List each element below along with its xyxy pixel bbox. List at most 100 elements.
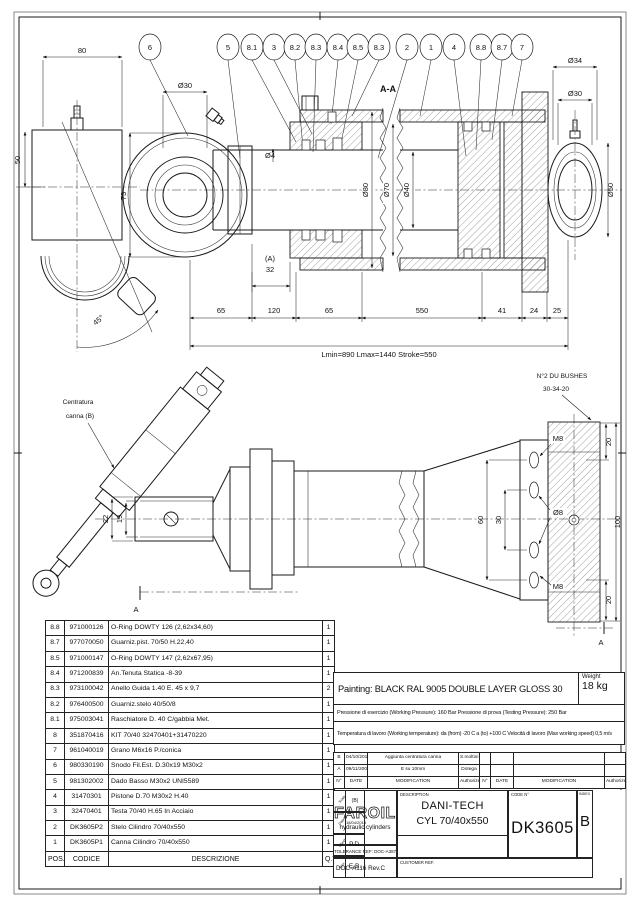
dim-label: 65 [325,306,333,315]
rev-header: Authorized by [458,776,480,789]
section-marker: A [133,605,138,614]
lower-rod-section-view: 22 19 A [95,440,622,614]
section-marker: A [598,638,603,647]
dim-label: 80 [78,46,86,55]
dim-label: (A) [265,254,276,263]
part-code: 981302002 [64,773,109,791]
part-desc: An.Tenuta Statica -8-39 [108,666,323,683]
part-qty: 1 [322,650,335,668]
index-cell: INDEX B [577,790,593,858]
bushes-note-line2: 30-34-20 [543,386,569,393]
balloon-label: 8.3 [311,43,321,52]
rev-modification: Aggiunta centratura canna [367,752,459,765]
balloon-callouts: 6 5 8.1 3 8.2 8.3 8.4 8.5 8.3 2 1 4 8.8 … [138,33,534,159]
header-descrizione: DESCRIZIONE [108,850,323,868]
balloon-label: 8.4 [333,43,343,52]
part-desc: Snodo Fil.Est. D.30x19 M30x2 [108,758,323,775]
part-pos: 8.5 [45,650,65,668]
part-pos: 8.4 [45,666,65,683]
part-code: 971000147 [64,650,109,668]
signature-row: Scale (B) [333,790,365,812]
balloon-label: 4 [452,43,456,52]
signature-diag-label: Appr. [334,857,346,877]
dim-label: 20 [604,596,613,604]
dim-label: 120 [268,306,281,315]
description-cell: DESCRIPTION DANI-TECH CYL 70/40x550 [397,790,508,858]
balloon-label: 3 [272,43,276,52]
rear-plate-view: 60 30 20 20 100 M8 M8 Ø8 N°2 DU BUSHES 3… [476,372,622,647]
part-code: 973100042 [64,681,109,698]
header-codice: CODICE [64,850,109,868]
section-title: A-A [380,84,396,94]
rev-header: DATE [490,776,514,789]
rev-header: Authorized by [604,776,626,789]
balloon-leaders [149,59,523,159]
part-desc: KIT 70/40 32470401+31470220 [108,727,323,745]
part-desc: Guarniz.pist. 70/50 H.22,40 [108,635,323,652]
dim-label: 41 [498,306,506,315]
part-desc: Pistone D.70 M30x2 H.40 [108,789,323,806]
thread-label: M8 [553,434,563,443]
part-desc: Anello Guida 1.40 E. 45 x 9,7 [108,681,323,698]
part-code: 961040019 [64,743,109,760]
dim-label: Ø80 [361,183,370,197]
part-desc: O-Ring DOWTY 147 (2,62x67,95) [108,650,323,668]
revision-row: B 04/10/2013 Aggiunta centratura canna S… [333,752,626,765]
rod-eye-front-view: Ø30 73 [119,81,253,258]
revision-row: A 09/11/2009 E su 10mm Dotega [333,764,626,777]
temperature-note: Temperatura di lavoro (Working temperatu… [337,731,612,737]
balloon-label: 8.7 [497,43,507,52]
part-code: 976400500 [64,696,109,714]
weight-label: Weight [582,674,601,680]
dim-label: 22 [101,515,110,523]
part-code: 980330190 [64,758,109,775]
balloon-label: 7 [520,43,524,52]
part-pos: 8.1 [45,712,65,729]
dim-label: Ø30 [178,81,192,90]
balloon-label: 8.8 [476,43,486,52]
signature-value: E.B. [348,863,362,870]
dim-label: 65 [217,306,225,315]
dim-label: Ø30 [568,89,582,98]
part-code: 351870416 [64,727,109,745]
rev-header: N° [333,776,345,789]
dim-label: 100 [613,516,622,529]
part-desc: Raschiatore D. 40 C/gabbia Met. [108,712,323,729]
dim-label: 24 [530,306,538,315]
part-desc: Testa 70/40 H.65 In Acciaio [108,804,323,822]
signature-value: (B) [351,798,359,804]
revision-header-row: N° DATE MODIFICATION Authorized by N° DA… [333,776,626,789]
divider [398,835,507,836]
index-label: INDEX [579,792,590,796]
part-desc: Guarniz.stelo 40/50/8 [108,696,323,714]
code-label: CODE N° [511,792,529,797]
dim-label: 73 [119,192,128,200]
balloon: 6 5 8.1 3 8.2 8.3 8.4 8.5 8.3 2 1 4 8.8 … [138,33,534,61]
dim-label: Ø40 [402,183,411,197]
part-qty: 1 [322,619,335,637]
part-desc: Canna Cilindro 70/40x550 [108,835,323,852]
mount-detail-view: 80 50 45° [13,46,159,352]
rev-date: 04/10/2013 [344,752,368,765]
customer-ref-cell: CUSTOMER REF. [397,858,593,878]
balloon-label: 2 [405,43,409,52]
weight-box: Weight 18 kg [578,673,624,705]
rev-id: A [333,764,345,777]
part-pos: 1 [45,835,65,852]
part-pos: 8 [45,727,65,745]
revision-table: B 04/10/2013 Aggiunta centratura canna S… [333,752,626,789]
balloon-label: 5 [226,43,230,52]
